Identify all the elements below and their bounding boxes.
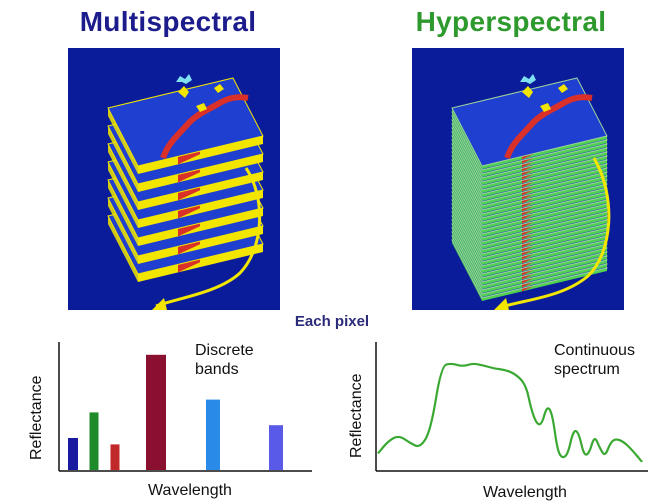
band-layer-edge (482, 148, 607, 181)
band-layer-edge (482, 140, 607, 173)
cloud-feature (176, 74, 192, 84)
band-layer-edge (482, 156, 607, 189)
multispectral-x-axis-label: Wavelength (148, 482, 232, 499)
band-layer-edge (482, 228, 607, 261)
band-layer-edge (482, 176, 607, 209)
multispectral-bars (68, 354, 283, 470)
band-layer-side (108, 144, 138, 210)
band-layer-edge (482, 212, 607, 245)
band-layer-edge (482, 264, 607, 297)
spectral-band-bar (110, 444, 120, 470)
band-layer-edge (138, 154, 263, 192)
band-layer-edge (482, 248, 607, 281)
land-features (178, 84, 224, 112)
spectral-band-bar (146, 354, 166, 470)
cloud-feature (520, 74, 536, 84)
multispectral-pixel-arrow (152, 167, 262, 310)
band-layer-edge (482, 232, 607, 265)
band-layer-side (108, 180, 138, 246)
band-layer-edge (482, 240, 607, 273)
band-layer-side (108, 108, 138, 174)
band-layer-edge (482, 216, 607, 249)
band-layer-edge (138, 226, 263, 264)
band-layer-edge (482, 260, 607, 293)
band-layer-edge (482, 192, 607, 225)
band-layer-edge (138, 172, 263, 210)
river-feature (504, 94, 593, 160)
band-layer-edge (482, 256, 607, 289)
spectral-band-bar (206, 399, 220, 470)
band-layer-side (108, 126, 138, 192)
band-layer-edge (482, 180, 607, 213)
land-features (522, 84, 568, 112)
band-layer-edge (482, 220, 607, 253)
band-layer-edge (482, 160, 607, 193)
band-layer-side (108, 216, 138, 282)
river-feature (160, 94, 249, 160)
band-layer-edge (482, 244, 607, 277)
annotation-line-1: Discrete (195, 342, 254, 359)
band-layer-edge (482, 164, 607, 197)
spectral-band-bar (89, 412, 99, 470)
band-layer-edge (482, 196, 607, 229)
spectral-band-bar (269, 425, 283, 470)
band-layer-edge (138, 136, 263, 174)
hyperspectral-y-axis-label: Reflectance (348, 373, 365, 458)
band-layer-edge (482, 136, 607, 169)
hyperspectral-cube-image (412, 48, 624, 310)
band-layer-edge (482, 188, 607, 221)
band-layer-edge (482, 204, 607, 237)
hyperspectral-pixel-arrow (494, 157, 611, 310)
multispectral-reflectance-chart: Reflectance (0, 330, 320, 485)
hyperspectral-band-layers (451, 74, 608, 301)
band-layer-edge (482, 208, 607, 241)
band-layer-side (108, 162, 138, 228)
hyperspectral-spectrum-line (377, 362, 644, 463)
band-layer-edge (482, 168, 607, 201)
annotation-line-2: spectrum (554, 361, 620, 378)
band-layer-edge (482, 172, 607, 205)
multispectral-cube-image (68, 48, 280, 310)
hyperspectral-x-axis-label: Wavelength (483, 484, 567, 501)
band-layer-edge (482, 144, 607, 177)
each-pixel-label: Each pixel (294, 313, 370, 330)
band-layer-edge (482, 152, 607, 185)
continuous-spectrum-annotation: Continuous spectrum (554, 341, 635, 379)
band-layer-edge (482, 224, 607, 257)
discrete-bands-annotation: Discrete bands (195, 341, 254, 379)
band-layer-edge (482, 268, 607, 301)
hyperspectral-reflectance-chart: Reflectance (330, 330, 657, 485)
band-layer-edge (482, 236, 607, 269)
hyperspectral-title: Hyperspectral (415, 6, 607, 37)
band-layer-edge (138, 244, 263, 282)
band-layer-edge (482, 200, 607, 233)
band-layer-edge (482, 184, 607, 217)
band-layer-side (108, 198, 138, 264)
spectral-band-bar (68, 438, 78, 470)
multispectral-band-layers (107, 74, 264, 282)
band-layer-edge (138, 190, 263, 228)
multispectral-y-axis-label: Reflectance (28, 375, 45, 460)
band-layer-edge (138, 208, 263, 246)
multispectral-title: Multispectral (79, 6, 257, 37)
annotation-line-2: bands (195, 361, 239, 378)
annotation-line-1: Continuous (554, 342, 635, 359)
band-layer-edge (482, 252, 607, 285)
